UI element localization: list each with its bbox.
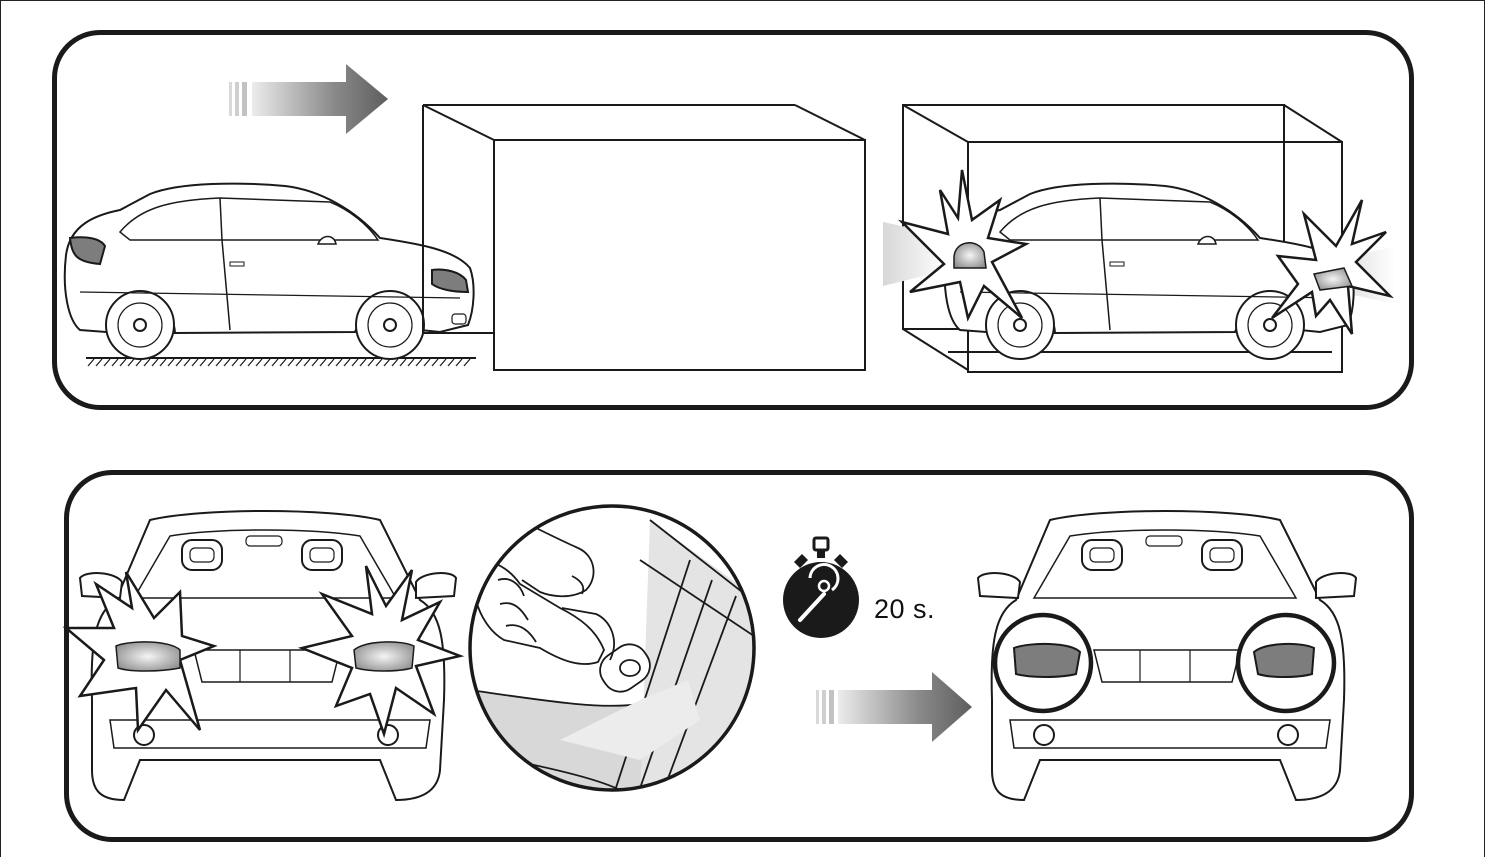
lamp-lit bbox=[116, 642, 180, 671]
car-side-left bbox=[65, 184, 474, 359]
magnifier-detail bbox=[470, 506, 760, 800]
car-front-right bbox=[978, 511, 1356, 800]
timer-duration-label: 20 s. bbox=[874, 594, 935, 625]
lamp-lit bbox=[354, 642, 414, 671]
arrow-right-icon bbox=[229, 64, 388, 134]
cover-box-open bbox=[423, 105, 865, 370]
stopwatch-icon bbox=[783, 538, 859, 638]
arrow-right-icon bbox=[816, 672, 972, 742]
